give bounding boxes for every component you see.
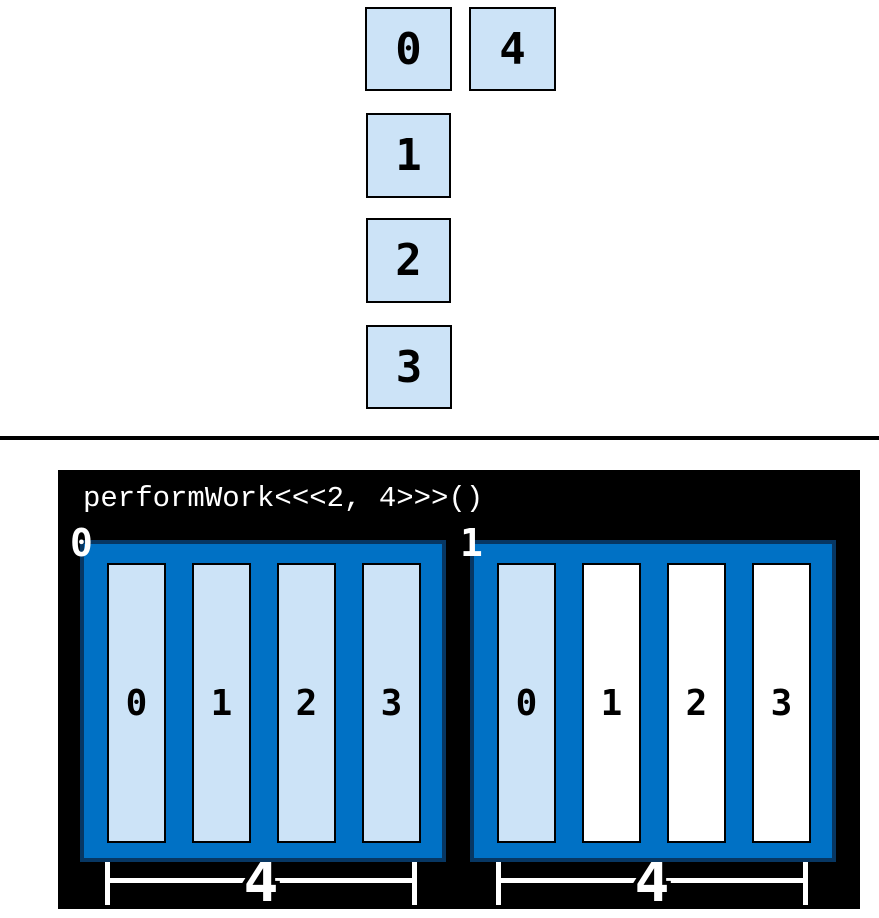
divider-line: [0, 436, 879, 440]
block-0-size-bracket: 4 4: [105, 848, 417, 914]
top-box-0: 0: [365, 7, 452, 91]
kernel-code-label: performWork<<<2, 4>>>(): [83, 482, 484, 515]
block-1: 0 1 2 3: [470, 540, 836, 862]
block-0-thread-1: 1: [192, 563, 251, 843]
block-1-thread-0: 0: [497, 563, 556, 843]
kernel-panel: performWork<<<2, 4>>>() 0 0 1 2 3 4 4 1 …: [58, 470, 860, 914]
block-0-label: 0: [70, 521, 93, 565]
block-0: 0 1 2 3: [80, 540, 446, 862]
block-1-thread-3: 3: [752, 563, 811, 843]
block-1-size-bracket: 4 4: [496, 848, 808, 914]
bracket-line: [109, 878, 413, 883]
block-1-label: 1: [460, 521, 483, 565]
bracket-tick-icon: [496, 862, 501, 905]
bracket-tick-icon: [803, 862, 808, 905]
top-box-3: 3: [366, 325, 452, 409]
top-box-1: 1: [366, 113, 451, 198]
block-0-thread-0: 0: [107, 563, 166, 843]
block-1-thread-1: 1: [582, 563, 641, 843]
block-0-thread-3: 3: [362, 563, 421, 843]
block-0-thread-2: 2: [277, 563, 336, 843]
top-box-2: 2: [366, 218, 451, 303]
bracket-tick-icon: [105, 862, 110, 905]
bracket-line: [500, 878, 804, 883]
top-box-4: 4: [469, 7, 556, 91]
bracket-tick-icon: [412, 862, 417, 905]
block-1-thread-2: 2: [667, 563, 726, 843]
